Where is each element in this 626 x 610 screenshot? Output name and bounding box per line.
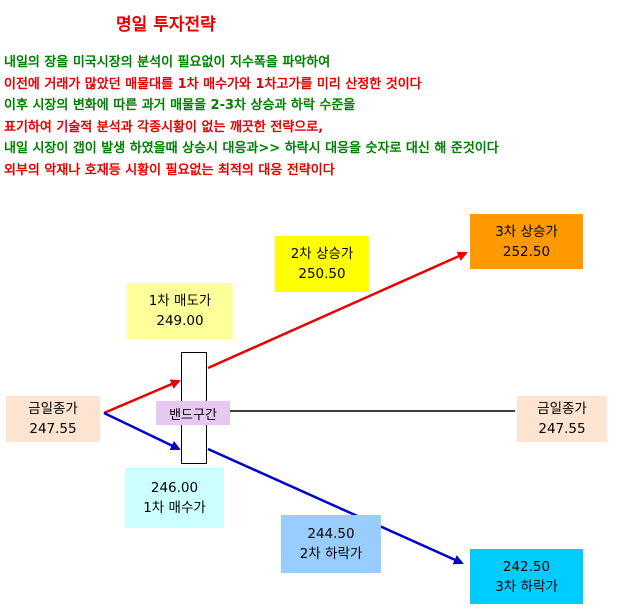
down2-label: 2차 하락가 <box>299 546 363 562</box>
up3-box: 3차 상승가 252.50 <box>470 214 583 269</box>
buy1-box: 246.00 1차 매수가 <box>125 468 224 528</box>
up-long-arrow <box>207 251 468 370</box>
strategy-description: 내일의 장을 미국시장의 분석이 필요없이 지수폭을 파악하여 이전에 거래가 … <box>4 52 499 181</box>
close-left-value: 247.55 <box>29 421 77 437</box>
down2-box: 244.50 2차 하락가 <box>281 515 381 573</box>
up2-box: 2차 상승가 250.50 <box>275 236 369 292</box>
up2-label: 2차 상승가 <box>290 246 354 262</box>
up3-label: 3차 상승가 <box>495 223 558 240</box>
buy1-label: 1차 매수가 <box>143 500 206 516</box>
down3-box: 242.50 3차 하락가 <box>470 549 583 604</box>
buy1-value: 246.00 <box>150 480 199 496</box>
sell1-box: 1차 매도가 249.00 <box>127 283 233 339</box>
down-long-arrow <box>207 447 464 565</box>
description-line: 이후 시장의 변화에 따른 과거 매물을 2-3차 상승과 하락 수준을 <box>4 98 356 113</box>
sell1-value: 249.00 <box>156 313 204 329</box>
description-line: 표기하여 기술적 분석과 각종시황이 없는 깨끗한 전략으로, <box>4 119 324 135</box>
description-line: 외부의 악재나 호재등 시황이 필요없는 최적의 대응 전략이다 <box>4 162 335 178</box>
down-short-arrow <box>103 411 181 451</box>
down3-label: 3차 하락가 <box>495 578 558 595</box>
up2-value: 250.50 <box>298 266 346 282</box>
close-right-label: 금일종가 <box>537 401 587 417</box>
description-line: 내일의 장을 미국시장의 분석이 필요없이 지수폭을 파악하여 <box>4 55 331 70</box>
close-price-right-box: 금일종가 247.55 <box>517 396 607 442</box>
down3-value: 242.50 <box>502 558 551 575</box>
page-title: 명일 투자전략 <box>116 15 216 35</box>
sell1-label: 1차 매도가 <box>148 293 212 309</box>
up3-value: 252.50 <box>502 243 551 260</box>
description-line: 이전에 거래가 많았던 매물대를 1차 매수가와 1차고가를 미리 산정한 것이… <box>4 76 422 92</box>
close-right-value: 247.55 <box>538 421 586 437</box>
close-left-label: 금일종가 <box>28 401 78 417</box>
band-label: 밴드구간 <box>156 401 230 425</box>
description-line: 내일 시장이 갭이 발생 하였을때 상승시 대응과>> 하락시 대응을 숫자로 … <box>4 141 499 156</box>
down2-value: 244.50 <box>307 526 355 542</box>
up-short-arrow <box>103 379 181 415</box>
close-price-left-box: 금일종가 247.55 <box>6 396 100 442</box>
